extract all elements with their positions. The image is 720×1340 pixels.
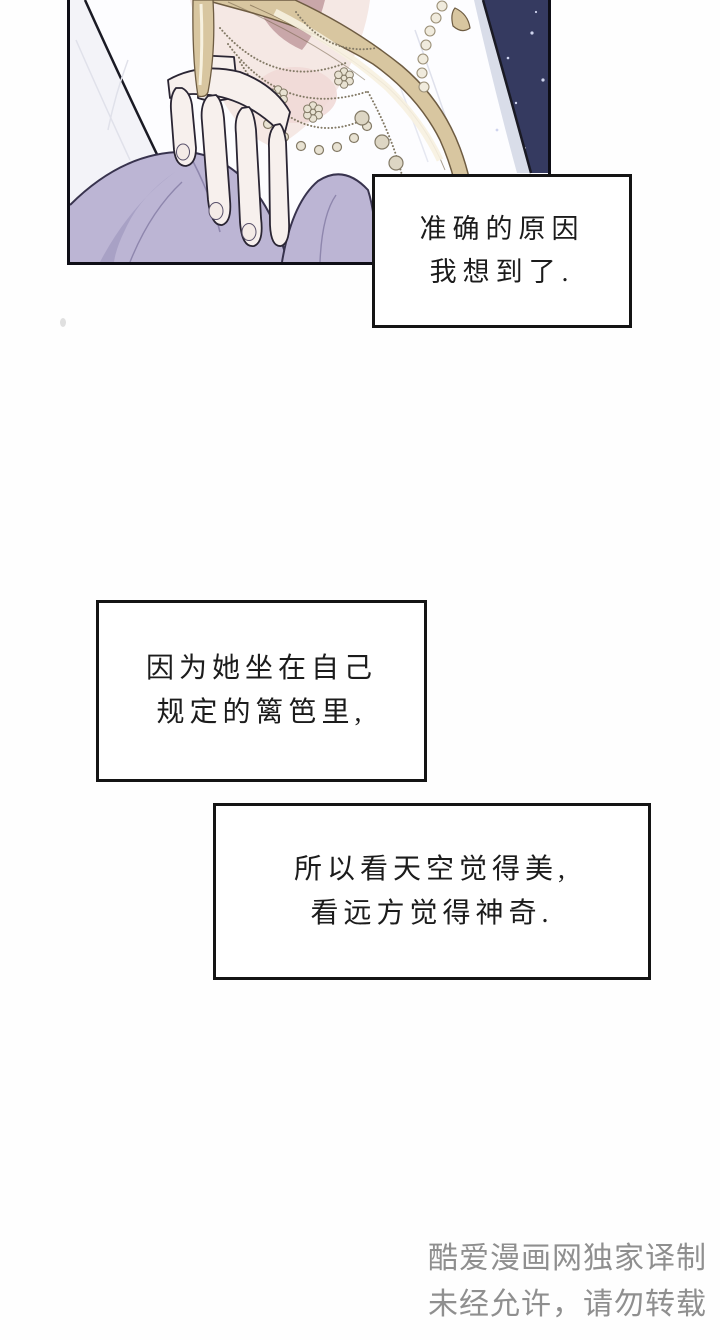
hair-strand-front bbox=[192, 0, 215, 98]
watermark-line: 未经允许，请勿转载 bbox=[428, 1288, 707, 1321]
character-illustration bbox=[70, 0, 548, 262]
speech-line: 看远方觉得神奇. bbox=[310, 897, 554, 929]
scallop-pendants bbox=[354, 110, 404, 171]
speech-line: 我想到了. bbox=[429, 257, 575, 287]
artwork-panel bbox=[67, 0, 551, 265]
speech-box-3: 所以看天空觉得美, 看远方觉得神奇. bbox=[213, 803, 651, 980]
page-speck bbox=[60, 318, 66, 327]
speech-line: 规定的篱笆里, bbox=[156, 697, 367, 728]
watermark: 酷爱漫画网独家译制 未经允许，请勿转载 bbox=[428, 1236, 707, 1328]
speech-line: 准确的原因 bbox=[419, 214, 585, 244]
speech-line: 所以看天空觉得美, bbox=[293, 853, 570, 885]
watermark-line: 酷爱漫画网独家译制 bbox=[428, 1242, 707, 1275]
speech-box-1: 准确的原因 我想到了. bbox=[372, 174, 632, 328]
night-sky bbox=[483, 0, 548, 173]
speech-line: 因为她坐在自己 bbox=[145, 653, 377, 684]
fingernails bbox=[176, 143, 257, 241]
lace-trim bbox=[416, 0, 448, 93]
speech-box-2: 因为她坐在自己 规定的篱笆里, bbox=[96, 600, 427, 782]
necklace bbox=[219, 11, 409, 206]
lavender-garment bbox=[70, 150, 378, 262]
